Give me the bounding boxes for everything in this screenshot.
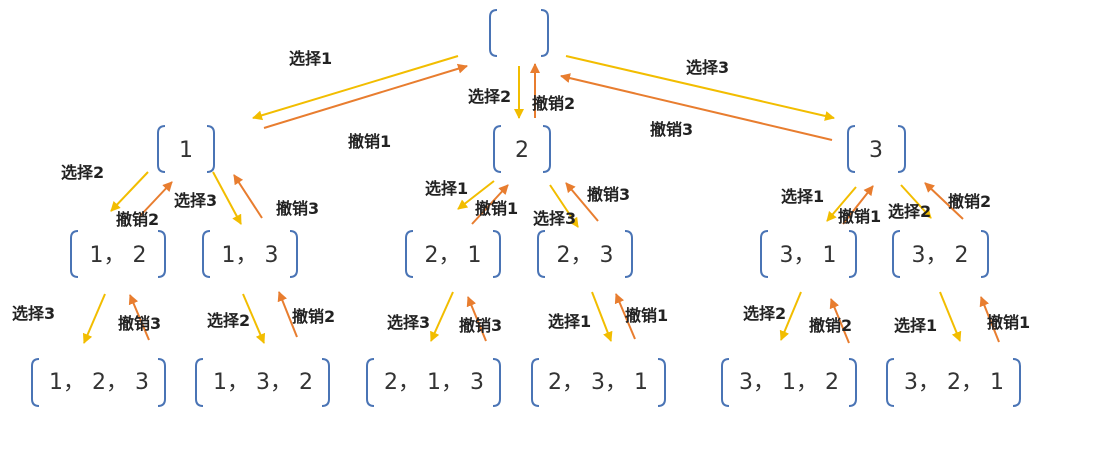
node-3-1: 3， 1	[760, 230, 857, 278]
node-2-3-1: 2， 3， 1	[531, 358, 666, 407]
label-select-3: 选择3	[174, 191, 217, 210]
label-select-1: 选择1	[425, 179, 468, 198]
node-3-2-label: 3， 2	[912, 243, 969, 268]
select-arrow	[549, 184, 579, 228]
select-arrow	[457, 180, 495, 210]
undo-arrow	[829, 298, 850, 344]
label-select-1: 选择1	[289, 49, 332, 68]
select-arrow	[82, 293, 106, 344]
node-3-2-1: 3， 2， 1	[886, 358, 1021, 407]
node-2-3: 2， 3	[537, 230, 633, 278]
label-select-2: 选择2	[61, 163, 104, 182]
label-select-3: 选择3	[686, 58, 729, 77]
label-undo-3: 撤销3	[587, 185, 630, 204]
undo-arrow	[614, 293, 636, 340]
node-2: 2	[493, 125, 551, 173]
node-2-1-3: 2， 1， 3	[366, 358, 501, 407]
undo-arrow	[277, 291, 298, 338]
node-1-2-3-label: 1， 2， 3	[49, 370, 149, 395]
select-arrow	[430, 291, 454, 342]
undo-arrow	[128, 294, 150, 341]
label-select-1: 选择1	[894, 316, 937, 335]
node-3: 3	[847, 125, 906, 173]
undo-arrow	[466, 296, 487, 342]
label-select-1: 选择1	[548, 312, 591, 331]
label-undo-1: 撤销1	[838, 207, 881, 226]
node-2-label: 2	[515, 138, 529, 163]
node-3-1-2: 3， 1， 2	[721, 358, 857, 407]
node-1-2: 1， 2	[70, 230, 166, 278]
undo-arrow	[560, 73, 833, 141]
undo-arrow	[263, 63, 468, 129]
node-3-1-label: 3， 1	[780, 243, 837, 268]
select-arrow	[252, 55, 459, 121]
label-undo-2: 撤销2	[292, 307, 335, 326]
undo-arrow	[565, 182, 599, 222]
undo-arrow	[233, 174, 263, 219]
node-1-2-3: 1， 2， 3	[31, 358, 166, 407]
node-2-3-label: 2， 3	[557, 243, 614, 268]
label-select-2: 选择2	[743, 304, 786, 323]
label-undo-1: 撤销1	[475, 199, 518, 218]
label-undo-3: 撤销3	[118, 314, 161, 333]
label-select-3: 选择3	[12, 304, 55, 323]
node-1-3: 1， 3	[202, 230, 298, 278]
node-3-1-2-label: 3， 1， 2	[739, 370, 839, 395]
label-undo-1: 撤销1	[987, 313, 1030, 332]
node-3-2: 3， 2	[892, 230, 989, 278]
node-1-label: 1	[179, 138, 193, 163]
node-2-1-label: 2， 1	[425, 243, 482, 268]
undo-arrow	[924, 182, 964, 220]
label-select-3: 选择3	[387, 313, 430, 332]
label-select-1: 选择1	[781, 187, 824, 206]
node-1-3-2: 1， 3， 2	[195, 358, 330, 407]
node-1-3-label: 1， 3	[222, 243, 279, 268]
label-undo-2: 撤销2	[948, 192, 991, 211]
label-undo-2: 撤销2	[809, 316, 852, 335]
select-arrow	[110, 171, 149, 212]
node-1: 1	[157, 125, 215, 173]
select-arrow	[900, 184, 932, 219]
node-2-1: 2， 1	[405, 230, 501, 278]
label-select-2: 选择2	[468, 87, 511, 106]
label-select-2: 选择2	[888, 202, 931, 221]
label-select-2: 选择2	[207, 311, 250, 330]
node-2-1-3-label: 2， 1， 3	[384, 370, 484, 395]
select-arrow	[591, 291, 613, 342]
label-undo-1: 撤销1	[625, 306, 668, 325]
node-3-label: 3	[869, 138, 883, 163]
label-undo-3: 撤销3	[650, 120, 693, 139]
select-arrow	[212, 171, 242, 225]
select-arrow	[939, 291, 962, 342]
node-2-3-1-label: 2， 3， 1	[548, 370, 648, 395]
label-undo-2: 撤销2	[116, 210, 159, 229]
select-arrow	[242, 293, 266, 344]
undo-arrow	[471, 184, 509, 225]
label-undo-3: 撤销3	[276, 199, 319, 218]
label-undo-2: 撤销2	[532, 94, 575, 113]
select-arrow	[779, 291, 802, 341]
undo-arrow	[979, 296, 1000, 343]
node-1-3-2-label: 1， 3， 2	[213, 370, 313, 395]
undo-arrow	[139, 181, 173, 217]
undo-arrow	[842, 185, 874, 225]
select-arrow	[826, 186, 857, 222]
select-arrow	[565, 55, 835, 121]
node-1-2-label: 1， 2	[90, 243, 147, 268]
label-undo-3: 撤销3	[459, 316, 502, 335]
node-3-2-1-label: 3， 2， 1	[904, 370, 1004, 395]
label-undo-1: 撤销1	[348, 132, 391, 151]
node-root	[489, 9, 549, 57]
label-select-3: 选择3	[533, 209, 576, 228]
